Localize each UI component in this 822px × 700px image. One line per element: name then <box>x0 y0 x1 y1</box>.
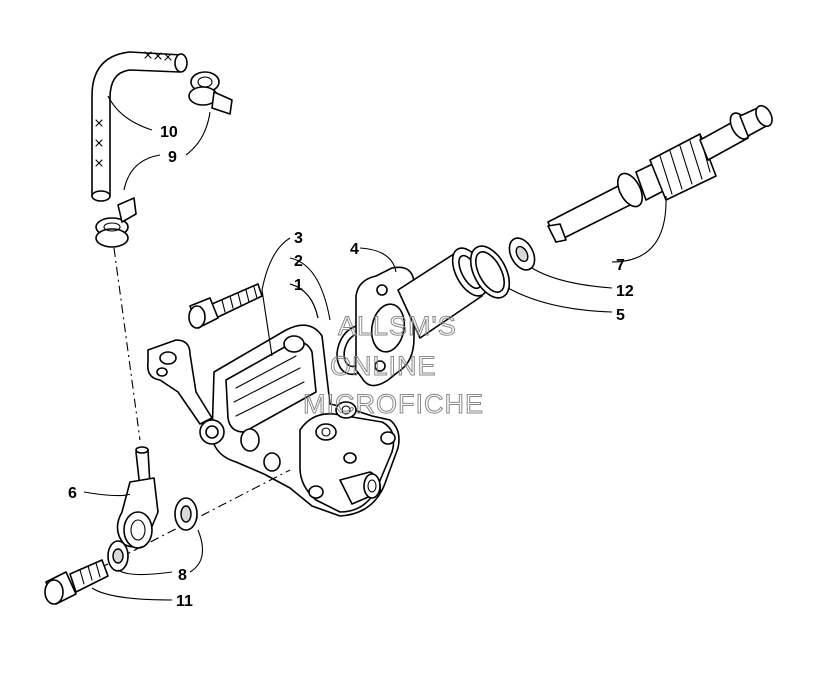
leader-lines <box>83 95 667 601</box>
bolt-part-3 <box>188 283 263 329</box>
callout-4: 4 <box>350 241 359 258</box>
watermark-line-3: MICROFICHE <box>303 389 484 419</box>
clamp-part-9-top <box>188 71 233 115</box>
callout-8: 8 <box>178 567 187 584</box>
centerline-banjo <box>99 469 291 569</box>
callouts: 10 9 3 2 1 4 7 12 5 6 8 11 <box>68 124 634 610</box>
hose-part-10 <box>91 51 188 202</box>
pump-housing <box>146 324 400 517</box>
clamp-part-9-lower <box>95 197 137 248</box>
callout-11: 11 <box>176 593 193 610</box>
watermark: ALLSM'S ONLINE MICROFICHE <box>303 311 484 420</box>
callout-6: 6 <box>68 485 77 502</box>
o-ring-part-5 <box>469 245 511 299</box>
centerline-hose <box>113 247 141 441</box>
callout-3: 3 <box>294 230 303 247</box>
callout-10: 10 <box>160 124 178 141</box>
gear-shaft-part-7 <box>547 104 773 243</box>
callout-7: 7 <box>616 257 625 274</box>
callout-2: 2 <box>294 253 303 270</box>
watermark-line-1: ALLSM'S <box>338 311 457 341</box>
callout-1: 1 <box>294 277 303 294</box>
callout-12: 12 <box>616 283 634 300</box>
watermark-line-2: ONLINE <box>330 351 437 381</box>
gasket-part-4 <box>355 266 415 387</box>
banjo-fitting-part-6 <box>116 446 159 549</box>
callout-9: 9 <box>168 149 177 166</box>
bolt-part-11 <box>44 559 109 605</box>
callout-5: 5 <box>616 307 625 324</box>
washer-part-8-left <box>107 540 129 572</box>
washer-part-12 <box>508 237 536 271</box>
washer-part-8-right <box>174 497 198 531</box>
